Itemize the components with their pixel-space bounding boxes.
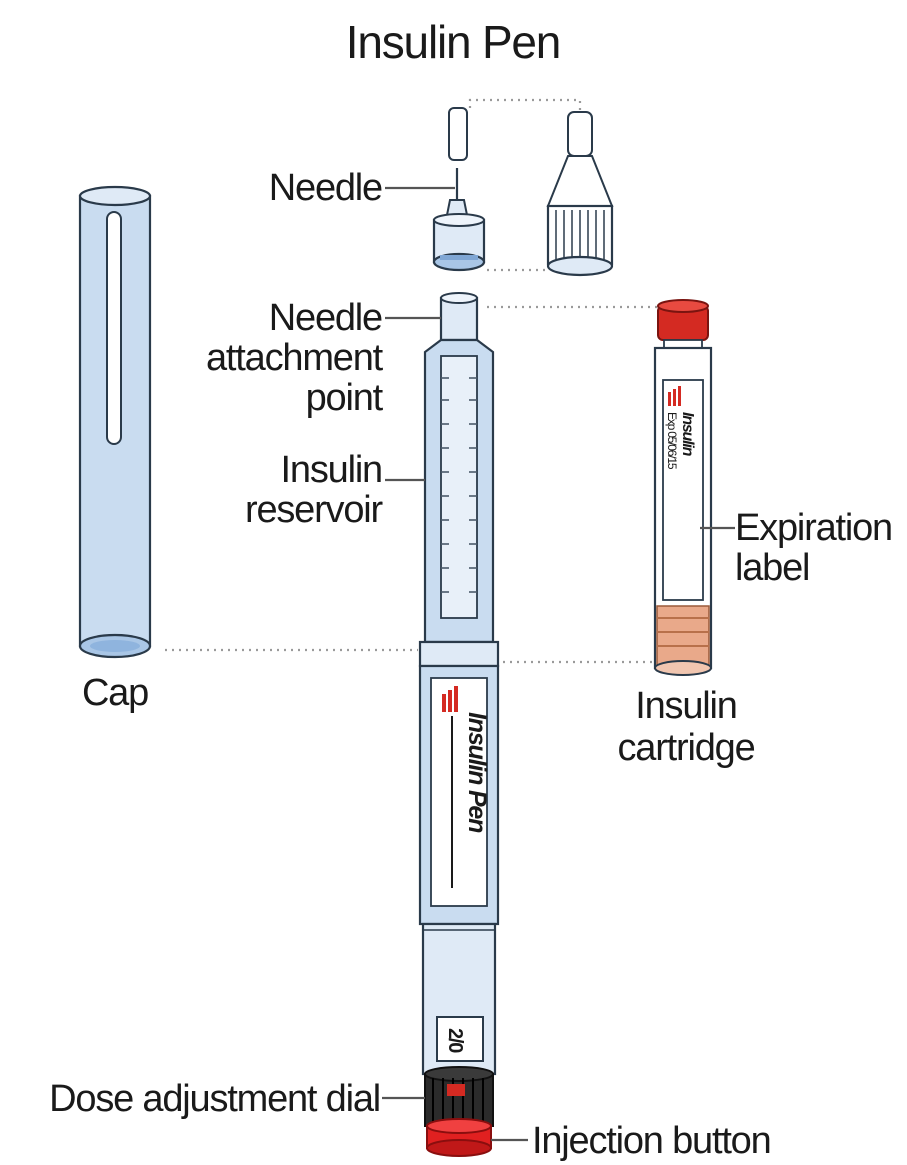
label-needle: Needle [269,167,382,209]
outer-needle-cap [548,112,612,275]
pen-cap [80,187,150,657]
label-injection-button: Injection button [532,1120,771,1162]
cartridge-printed-name: Insulin [679,412,696,457]
diagram-title: Insulin Pen [346,16,560,68]
label-expiration-2: label [735,547,809,589]
insulin-cartridge: Insulin Exp 05/06/15 [655,300,711,675]
label-needle-attachment-1: Needle [269,297,382,339]
label-reservoir-2: reservoir [245,489,384,531]
pen-printed-name: Insulin Pen [463,712,491,833]
label-expiration-1: Expiration [735,507,892,549]
cartridge-printed-expiry: Exp 05/06/15 [665,412,679,470]
cartridge-stopper [657,606,709,666]
label-cartridge-2: cartridge [617,727,754,769]
label-cartridge-1: Insulin [635,685,736,727]
cap-clip [107,212,121,444]
dose-window-value: 2/0 [444,1028,466,1053]
label-cap: Cap [82,672,148,714]
label-needle-attachment-2: attachment [206,337,384,379]
label-needle-attachment-3: point [306,377,384,419]
label-reservoir-1: Insulin [281,449,382,491]
pen-body: Insulin Pen 2/0 [420,293,498,1156]
reservoir-window [441,356,477,618]
label-dose-dial: Dose adjustment dial [49,1078,380,1120]
